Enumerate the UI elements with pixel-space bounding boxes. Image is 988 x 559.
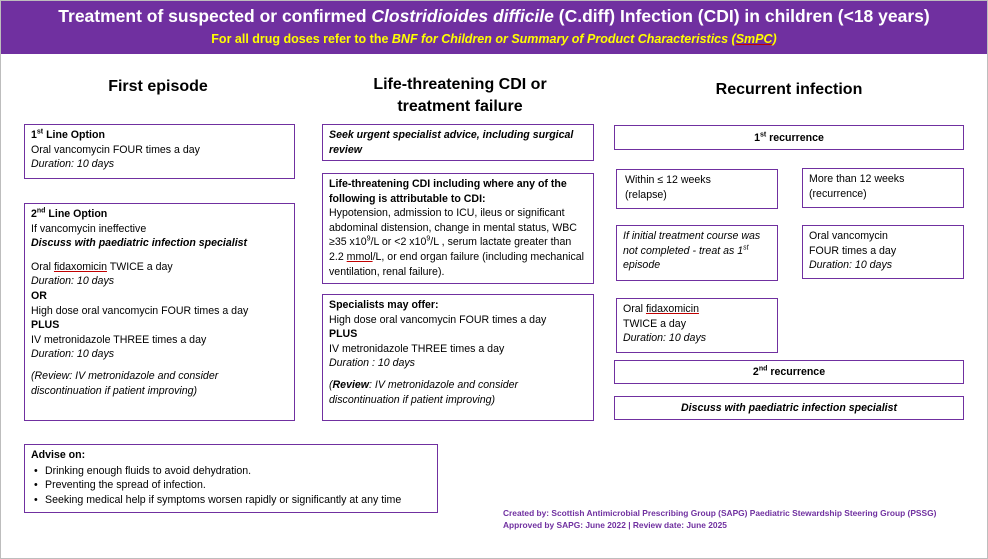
second-line-review: (Review: IV metronidazole and consider d…: [31, 369, 219, 397]
within-12-weeks-box: Within ≤ 12 weeks (relapse): [616, 169, 778, 209]
criteria-text: Hypotension, admission to ICU, ileus or …: [329, 207, 584, 278]
footer-approved: Approved by SAPG: June 2022 | Review dat…: [503, 520, 727, 530]
second-line-condition: If vancomycin ineffective: [31, 222, 147, 235]
recurrence-vancomycin-box: Oral vancomycin FOUR times a day Duratio…: [802, 225, 964, 279]
advise-list: Drinking enough fluids to avoid dehydrat…: [31, 464, 431, 508]
first-recurrence-box: 1st recurrence: [614, 125, 964, 150]
second-line-option-box: 2nd Line Option If vancomycin ineffectiv…: [24, 203, 295, 421]
second-recurrence-label: 2nd recurrence: [752, 365, 826, 378]
page-title: Treatment of suspected or confirmed Clos…: [58, 6, 930, 26]
first-episode-heading: First episode: [108, 78, 208, 95]
specialists-review: (Review: IV metronidazole and consider d…: [329, 378, 519, 406]
second-line-or: OR: [31, 289, 47, 302]
first-line-duration: Duration: 10 days: [31, 158, 115, 171]
footer-created: Created by: Scottish Antimicrobial Presc…: [503, 508, 937, 518]
urgent-advice-text: Seek urgent specialist advice, including…: [329, 129, 574, 156]
specialists-offer-box: Specialists may offer: High dose oral va…: [322, 294, 594, 421]
first-line-drug: Oral vancomycin FOUR times a day: [31, 143, 200, 156]
specialists-vancomycin: High dose oral vancomycin FOUR times a d…: [329, 313, 547, 326]
discuss-specialist-box: Discuss with paediatric infection specia…: [614, 396, 964, 420]
discuss-specialist-text: Discuss with paediatric infection specia…: [680, 402, 898, 414]
second-line-plus: PLUS: [31, 319, 60, 332]
list-item: Preventing the spread of infection.: [31, 478, 431, 493]
criteria-heading: Life-threatening CDI including where any…: [329, 178, 567, 205]
specialists-heading: Specialists may offer:: [329, 299, 439, 311]
list-item: Drinking enough fluids to avoid dehydrat…: [31, 464, 431, 479]
footer-credits: Created by: Scottish Antimicrobial Presc…: [503, 507, 936, 531]
life-threatening-criteria-box: Life-threatening CDI including where any…: [322, 173, 594, 284]
advise-heading: Advise on:: [31, 449, 86, 461]
second-line-vancomycin: High dose oral vancomycin FOUR times a d…: [31, 304, 249, 317]
specialists-duration: Duration : 10 days: [329, 357, 415, 370]
urgent-advice-box: Seek urgent specialist advice, including…: [322, 124, 594, 161]
not-completed-text: If initial treatment course was not comp…: [623, 230, 761, 272]
more-than-12-weeks-box: More than 12 weeks (recurrence): [802, 168, 964, 208]
second-recurrence-box: 2nd recurrence: [614, 360, 964, 384]
life-threatening-heading: Life-threatening CDI or treatment failur…: [373, 76, 547, 115]
advise-on-box: Advise on: Drinking enough fluids to avo…: [24, 444, 438, 513]
second-line-combo-duration: Duration: 10 days: [31, 348, 115, 361]
second-line-advice: Discuss with paediatric infection specia…: [31, 237, 248, 250]
first-recurrence-label: 1st recurrence: [754, 131, 824, 144]
specialists-plus: PLUS: [329, 328, 358, 341]
second-line-metronidazole: IV metronidazole THREE times a day: [31, 333, 207, 346]
second-line-label: 2nd Line Option: [31, 207, 108, 220]
not-completed-box: If initial treatment course was not comp…: [616, 225, 778, 281]
second-line-fidaxomicin-duration: Duration: 10 days: [31, 275, 115, 288]
list-item: Seeking medical help if symptoms worsen …: [31, 493, 431, 508]
first-line-label: 1st Line Option: [31, 128, 105, 141]
first-line-option-box: 1st Line Option Oral vancomycin FOUR tim…: [24, 124, 295, 179]
second-line-fidaxomicin: Oral fidaxomicin TWICE a day: [31, 260, 173, 273]
specialists-metronidazole: IV metronidazole THREE times a day: [329, 342, 505, 355]
relapse-fidaxomicin-box: Oral fidaxomicin TWICE a day Duration: 1…: [616, 298, 778, 353]
page-subtitle: For all drug doses refer to the BNF for …: [211, 32, 777, 46]
header-banner: Treatment of suspected or confirmed Clos…: [1, 1, 987, 54]
recurrent-heading: Recurrent infection: [715, 81, 863, 98]
